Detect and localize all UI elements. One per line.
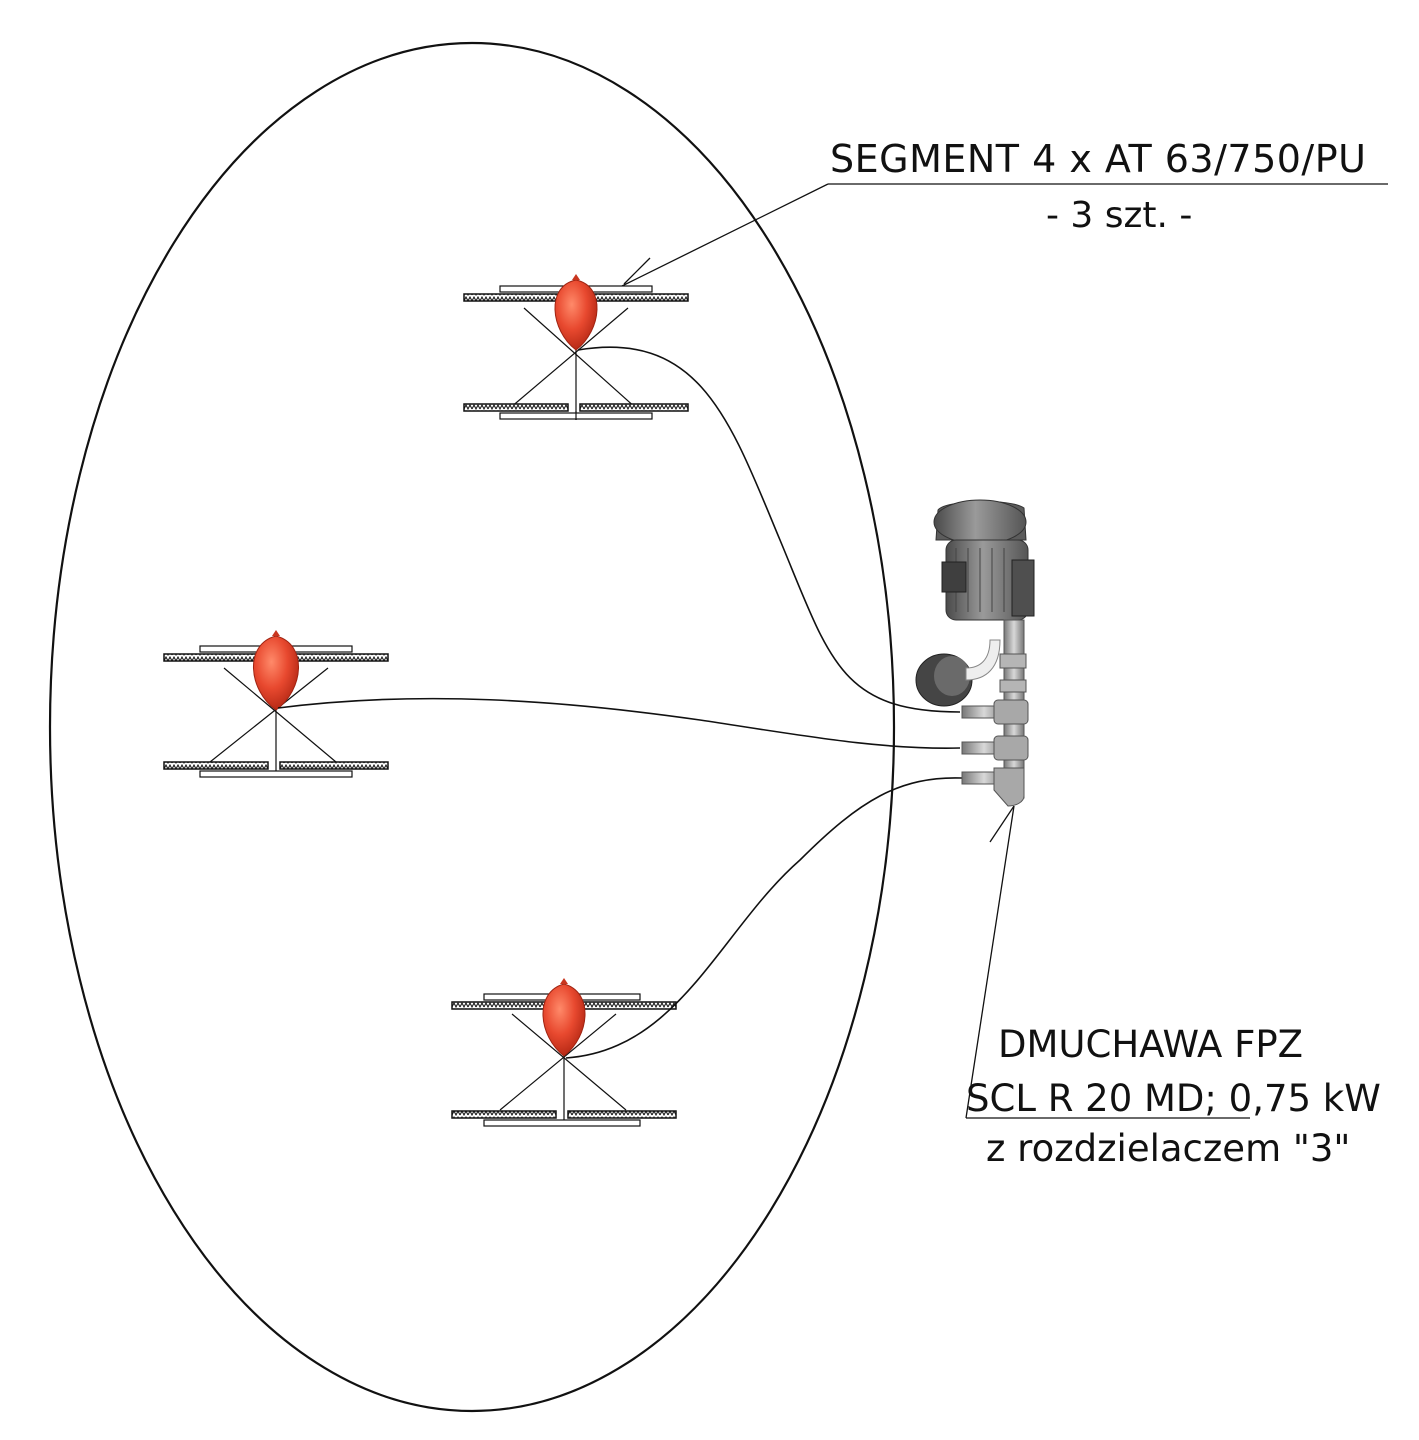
air-hose-1 bbox=[577, 346, 961, 713]
segment-leader bbox=[621, 183, 1388, 287]
air-hoses bbox=[277, 346, 963, 1059]
float-buoy bbox=[554, 274, 598, 351]
blower-label-line1: DMUCHAWA FPZ bbox=[998, 1023, 1304, 1066]
diffuser-tube-bottom bbox=[463, 403, 689, 420]
diffuser-tube-bottom bbox=[163, 761, 389, 778]
diffuser-tube-bottom bbox=[451, 1110, 677, 1127]
manifold-outlet bbox=[961, 699, 1029, 725]
segment-quantity-label: - 3 szt. - bbox=[1046, 195, 1193, 236]
air-hose-3 bbox=[565, 777, 963, 1059]
float-buoy bbox=[542, 978, 586, 1057]
blower-leader bbox=[965, 805, 1250, 1119]
float-buoy bbox=[253, 630, 299, 711]
manifold-outlet bbox=[961, 735, 1029, 761]
manifold-outlet bbox=[961, 767, 1025, 807]
diffuser-segment bbox=[451, 978, 677, 1127]
diffuser-segment bbox=[463, 274, 689, 420]
tank-outline bbox=[48, 41, 896, 1413]
segment-title-label: SEGMENT 4 x AT 63/750/PU bbox=[830, 137, 1367, 181]
air-hose-2 bbox=[277, 697, 961, 749]
blower-label-line3: z rozdzielaczem "3" bbox=[986, 1127, 1351, 1170]
blower-label-line2: SCL R 20 MD; 0,75 kW bbox=[966, 1077, 1381, 1120]
blower-unit bbox=[915, 499, 1035, 807]
diffuser-segment bbox=[163, 630, 389, 778]
